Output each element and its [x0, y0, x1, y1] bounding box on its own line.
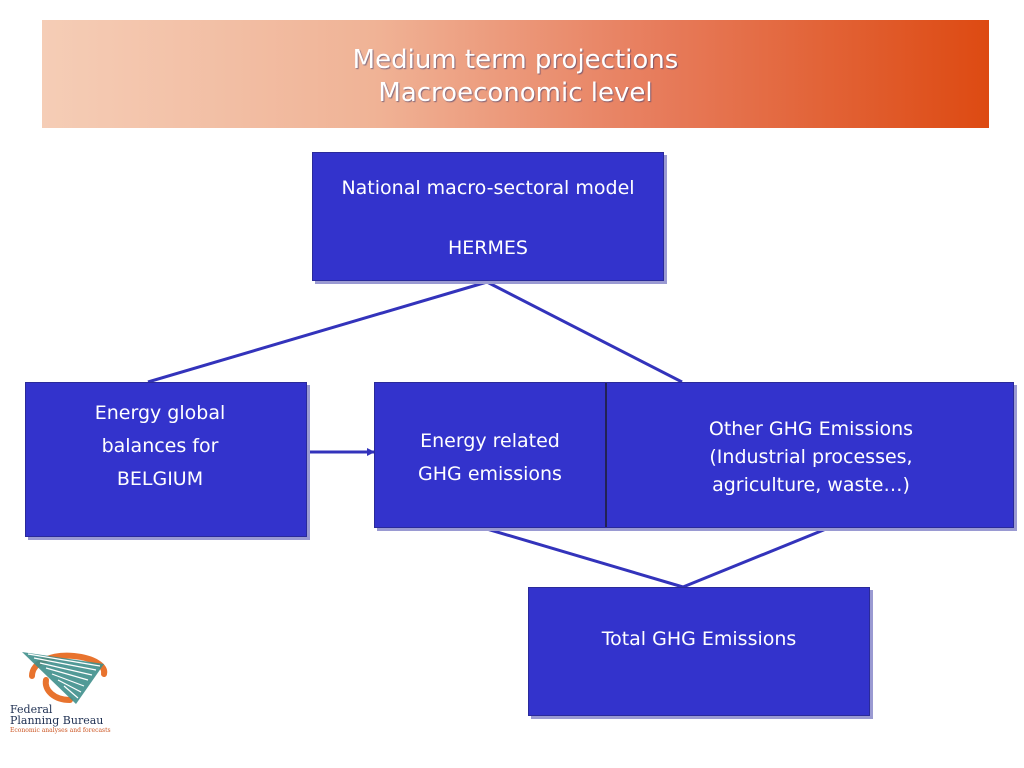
- energy-related-line-2: GHG emissions: [418, 463, 562, 485]
- hermes-name-label: HERMES: [448, 237, 528, 259]
- emissions-divider: [605, 383, 607, 527]
- title-line-2: Macroeconomic level: [378, 78, 653, 108]
- slide-title: Medium term projections Macroeconomic le…: [42, 44, 989, 110]
- logo-wordmark: Federal Planning Bureau: [10, 704, 103, 726]
- energy-global-line-1: Energy global: [94, 402, 226, 424]
- node-emissions-group: Energy related GHG emissions Other GHG E…: [374, 382, 1014, 528]
- edge-energy-related-to-total: [486, 527, 684, 589]
- node-other-ghg-emissions: Other GHG Emissions (Industrial processe…: [607, 415, 1015, 499]
- title-line-1: Medium term projections: [352, 45, 679, 75]
- energy-global-line-3: BELGIUM: [116, 468, 204, 490]
- total-ghg-label: Total GHG Emissions: [601, 628, 797, 650]
- logo-emblem-icon: [22, 652, 108, 704]
- edge-hermes-to-energy-related: [486, 280, 683, 384]
- edge-hermes-to-energy-global: [147, 280, 488, 384]
- hermes-model-label: National macro-sectoral model: [341, 177, 635, 199]
- edge-other-ghg-to-total: [682, 527, 827, 589]
- node-energy-related-emissions: Energy related GHG emissions: [375, 425, 605, 491]
- node-hermes-model: National macro-sectoral model HERMES: [312, 152, 664, 281]
- logo-tagline: Economic analyses and forecasts: [10, 727, 111, 734]
- other-ghg-line-2: (Industrial processes,: [709, 446, 913, 468]
- energy-global-line-2: balances for: [101, 435, 219, 457]
- logo-name-line-2: Planning Bureau: [10, 714, 104, 727]
- node-total-ghg-emissions: Total GHG Emissions: [528, 587, 870, 716]
- energy-related-line-1: Energy related: [420, 430, 560, 452]
- federal-planning-bureau-logo: Federal Planning Bureau Economic analyse…: [8, 648, 118, 738]
- other-ghg-line-1: Other GHG Emissions: [708, 418, 914, 440]
- title-banner: Medium term projections Macroeconomic le…: [42, 20, 989, 128]
- other-ghg-line-3: agriculture, waste…): [712, 474, 910, 496]
- node-energy-global-balances: Energy global balances for BELGIUM: [25, 382, 307, 537]
- logo-name-line-1: Federal: [10, 703, 53, 716]
